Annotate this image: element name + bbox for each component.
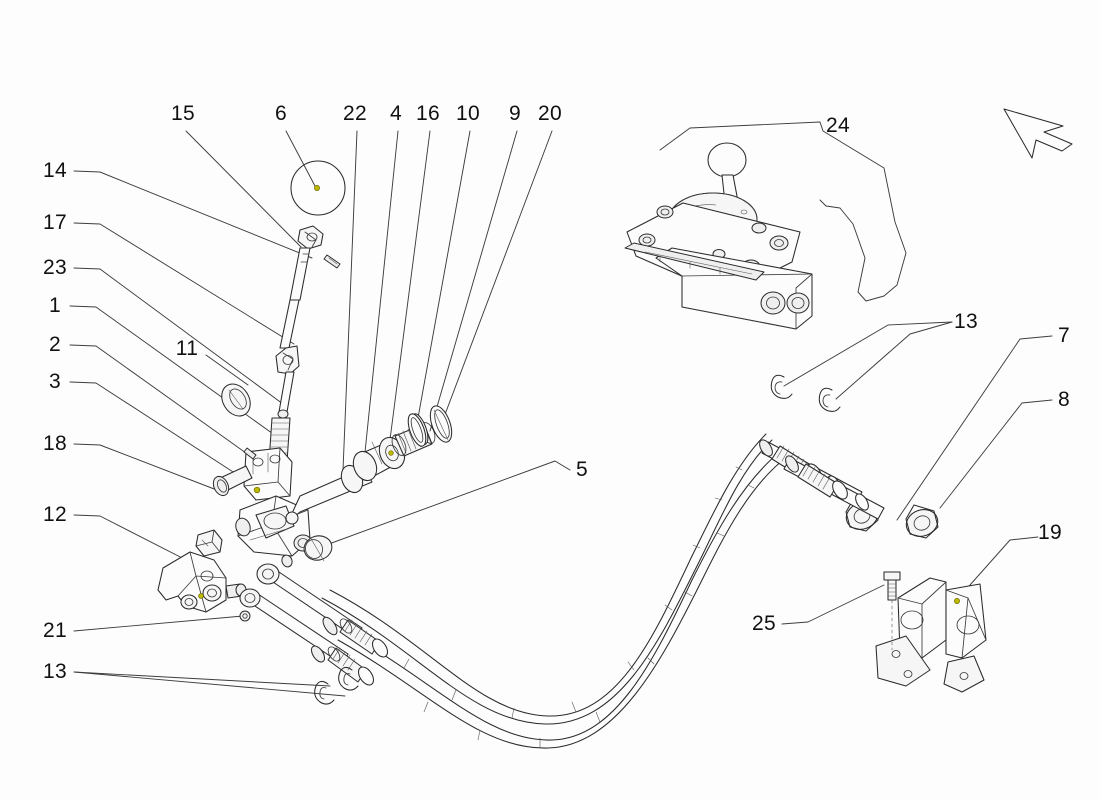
callout-9: 9 bbox=[509, 102, 521, 125]
support-bracket bbox=[875, 571, 987, 693]
callout-18: 18 bbox=[43, 432, 67, 455]
callout-15: 15 bbox=[171, 102, 195, 125]
shift-cables bbox=[321, 433, 789, 749]
shift-gate-bracket bbox=[243, 447, 293, 501]
retaining-clip-right-2 bbox=[818, 387, 841, 412]
retaining-clip-right-1 bbox=[770, 374, 793, 399]
callout-13-left: 13 bbox=[43, 660, 67, 683]
callout-13-right: 13 bbox=[954, 310, 978, 333]
callout-20: 20 bbox=[538, 102, 562, 125]
retaining-clip-left-1 bbox=[314, 680, 335, 705]
cable-ends-left bbox=[239, 563, 389, 705]
callout-14: 14 bbox=[43, 159, 67, 182]
callout-25: 25 bbox=[752, 612, 776, 635]
callout-24: 24 bbox=[826, 114, 850, 137]
callout-11: 11 bbox=[175, 337, 199, 360]
callout-2: 2 bbox=[49, 333, 61, 356]
direction-arrow-icon bbox=[1003, 108, 1073, 159]
callout-3: 3 bbox=[49, 370, 61, 393]
callout-12: 12 bbox=[43, 503, 67, 526]
shift-rod-assembly bbox=[285, 405, 453, 525]
callout-6: 6 bbox=[275, 102, 287, 125]
callout-17: 17 bbox=[43, 211, 67, 234]
callout-7: 7 bbox=[1058, 324, 1070, 347]
bushing-ring bbox=[221, 383, 251, 417]
callout-8: 8 bbox=[1058, 388, 1070, 411]
cable-bushing bbox=[303, 535, 333, 562]
joint-housing bbox=[235, 495, 313, 557]
callout-22: 22 bbox=[343, 102, 367, 125]
selector-shaft-assembly bbox=[212, 160, 346, 568]
pivot-bracket bbox=[157, 529, 251, 622]
callout-23: 23 bbox=[43, 256, 67, 279]
shift-lever-assembly-artwork bbox=[624, 142, 813, 330]
callout-19: 19 bbox=[1038, 521, 1062, 544]
callout-5: 5 bbox=[576, 458, 588, 481]
callout-16: 16 bbox=[416, 102, 440, 125]
cable-ends-right bbox=[759, 439, 939, 539]
callout-10: 10 bbox=[456, 102, 480, 125]
retaining-clip-left-2 bbox=[338, 666, 359, 691]
leader-lines bbox=[69, 121, 1053, 697]
callout-21: 21 bbox=[43, 619, 67, 642]
mounting-bolt bbox=[883, 571, 901, 651]
callout-4: 4 bbox=[390, 102, 402, 125]
callout-1: 1 bbox=[49, 294, 61, 317]
shaft-sleeve bbox=[212, 465, 253, 497]
